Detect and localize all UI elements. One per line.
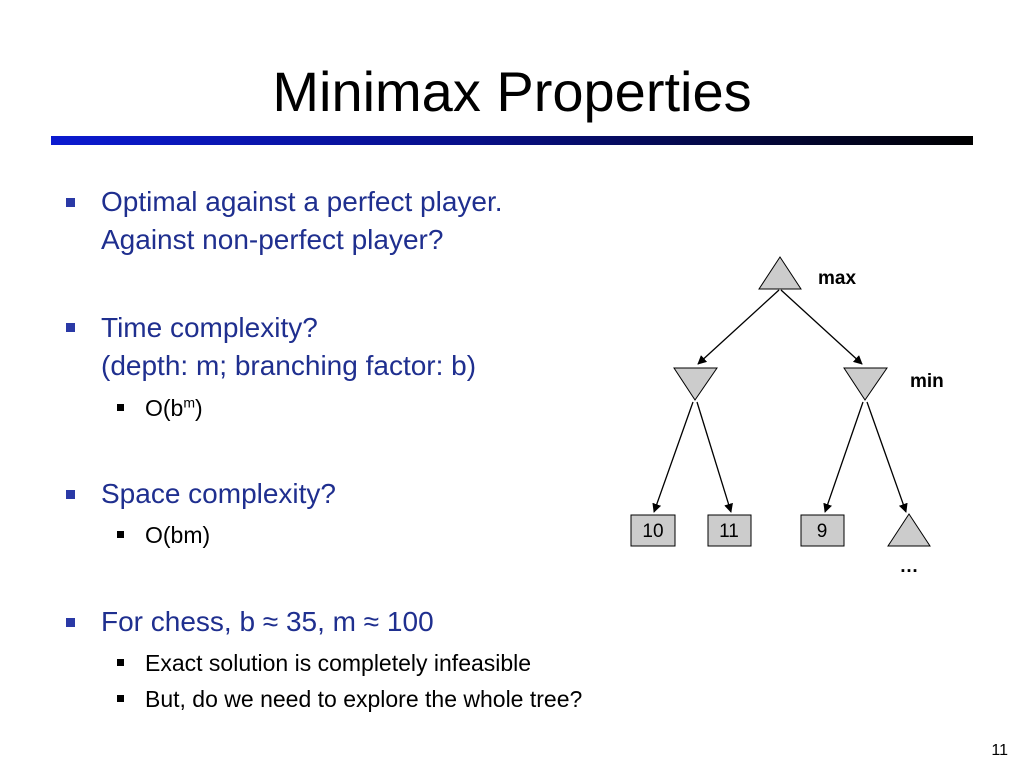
bullet-marker xyxy=(66,490,75,499)
tree-edge xyxy=(696,401,733,513)
sub-bullet-time-order: O(bm) xyxy=(145,393,203,423)
bullet-chess: For chess, b ≈ 35, m ≈ 100 xyxy=(101,603,434,641)
max-label: max xyxy=(818,268,856,289)
tree-edge xyxy=(823,401,864,513)
bullet-text: Time complexity? xyxy=(101,312,318,343)
sub-bullet-marker xyxy=(117,659,124,666)
bullet-marker xyxy=(66,618,75,627)
bullet-optimal: Optimal against a perfect player. Agains… xyxy=(101,183,503,259)
bullet-space-complexity: Space complexity? xyxy=(101,475,336,513)
tree-edge xyxy=(697,289,780,365)
min-label: min xyxy=(910,371,944,392)
bullet-text: For chess, b ≈ 35, m ≈ 100 xyxy=(101,606,434,637)
math-text: ) xyxy=(195,395,203,421)
ellipsis-label: … xyxy=(900,556,919,577)
math-text: O(b xyxy=(145,395,184,421)
min-node-left xyxy=(673,367,718,401)
leaf-value: 9 xyxy=(817,521,828,542)
unexpanded-max-node xyxy=(887,513,931,547)
sub-bullet-marker xyxy=(117,531,124,538)
page-number: 11 xyxy=(991,742,1008,759)
tree-edge xyxy=(652,401,694,513)
sub-bullet-space-order: O(bm) xyxy=(145,522,211,548)
leaf-box xyxy=(800,514,845,547)
leaf-value: 11 xyxy=(719,521,739,542)
tree-edge xyxy=(780,289,863,365)
bullet-text: (depth: m; branching factor: b) xyxy=(101,350,477,381)
leaf-box xyxy=(707,514,752,547)
tree-edge xyxy=(866,401,908,513)
leaf-box xyxy=(630,514,676,547)
bullet-marker xyxy=(66,323,75,332)
bullet-text: Optimal against a perfect player. xyxy=(101,186,503,217)
sub-bullet-infeasible: Exact solution is completely infeasible xyxy=(145,650,532,676)
slide-title: Minimax Properties xyxy=(272,60,752,123)
leaf-value: 10 xyxy=(642,521,663,542)
bullet-text: Against non-perfect player? xyxy=(101,224,444,255)
sub-bullet-marker xyxy=(117,695,124,702)
bullet-text: Space complexity? xyxy=(101,478,337,509)
superscript-m: m xyxy=(183,394,196,411)
sub-bullet-marker xyxy=(117,404,124,411)
sub-bullet-explore-tree: But, do we need to explore the whole tre… xyxy=(145,686,583,712)
bullet-time-complexity: Time complexity? (depth: m; branching fa… xyxy=(101,309,476,385)
title-rule xyxy=(51,136,973,145)
min-node-right xyxy=(843,367,888,401)
bullet-marker xyxy=(66,198,75,207)
max-node xyxy=(758,256,802,290)
